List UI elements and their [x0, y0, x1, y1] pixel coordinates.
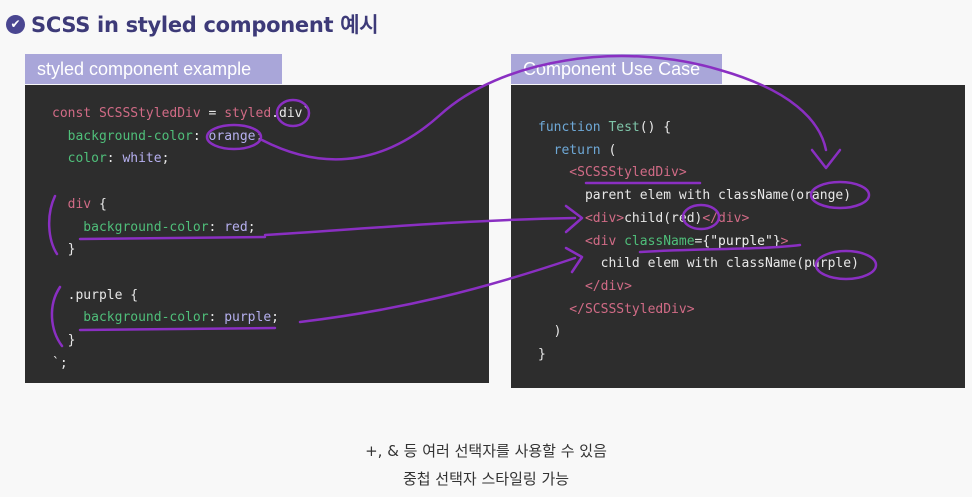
code-line: </div> — [538, 278, 632, 294]
code-line: `; — [52, 355, 68, 371]
code-line: } — [538, 347, 546, 363]
code-line: } — [52, 333, 76, 349]
code-line: <div>child(red)</div> — [538, 210, 750, 226]
code-line: ) — [538, 324, 562, 340]
code-line: background-color: orange; — [52, 128, 264, 144]
check-circle-icon: ✔ — [6, 14, 25, 34]
left-panel-tab: styled component example — [25, 54, 282, 84]
code-line: return ( — [538, 142, 617, 158]
code-panel-styled-component: const SCSSStyledDiv = styled.div` backgr… — [25, 85, 489, 383]
code-line — [52, 265, 60, 280]
code-line: background-color: purple; — [52, 310, 279, 326]
slide-title-text: SCSS in styled component 예시 — [31, 13, 379, 37]
right-panel-tab: Component Use Case — [511, 54, 722, 84]
code-line: child elem with className(purple) — [538, 256, 859, 272]
code-line: </SCSSStyledDiv> — [538, 301, 695, 317]
code-line — [52, 174, 60, 189]
code-line: function Test() { — [538, 120, 672, 135]
code-line: } — [52, 242, 76, 258]
slide-title: ✔ SCSS in styled component 예시 — [6, 9, 379, 39]
code-line: <div className={"purple"}> — [538, 233, 789, 249]
code-line: .purple { — [52, 287, 139, 303]
code-line: background-color: red; — [52, 219, 256, 235]
code-block-styled-component: const SCSSStyledDiv = styled.div` backgr… — [52, 103, 310, 375]
code-line: color: white; — [52, 151, 170, 167]
footer-line-1: +, & 등 여러 선택자를 사용할 수 있음 — [365, 442, 607, 460]
code-line: div { — [52, 196, 107, 212]
code-panel-use-case: function Test() { return ( <SCSSStyledDi… — [511, 85, 965, 388]
code-line: const SCSSStyledDiv = styled.div` — [52, 106, 311, 121]
code-block-use-case: function Test() { return ( <SCSSStyledDi… — [538, 117, 859, 367]
code-line: <SCSSStyledDiv> — [538, 165, 687, 181]
footer-line-2: 중첩 선택자 스타일링 가능 — [402, 470, 570, 488]
code-line: parent elem with className(orange) — [538, 188, 852, 204]
